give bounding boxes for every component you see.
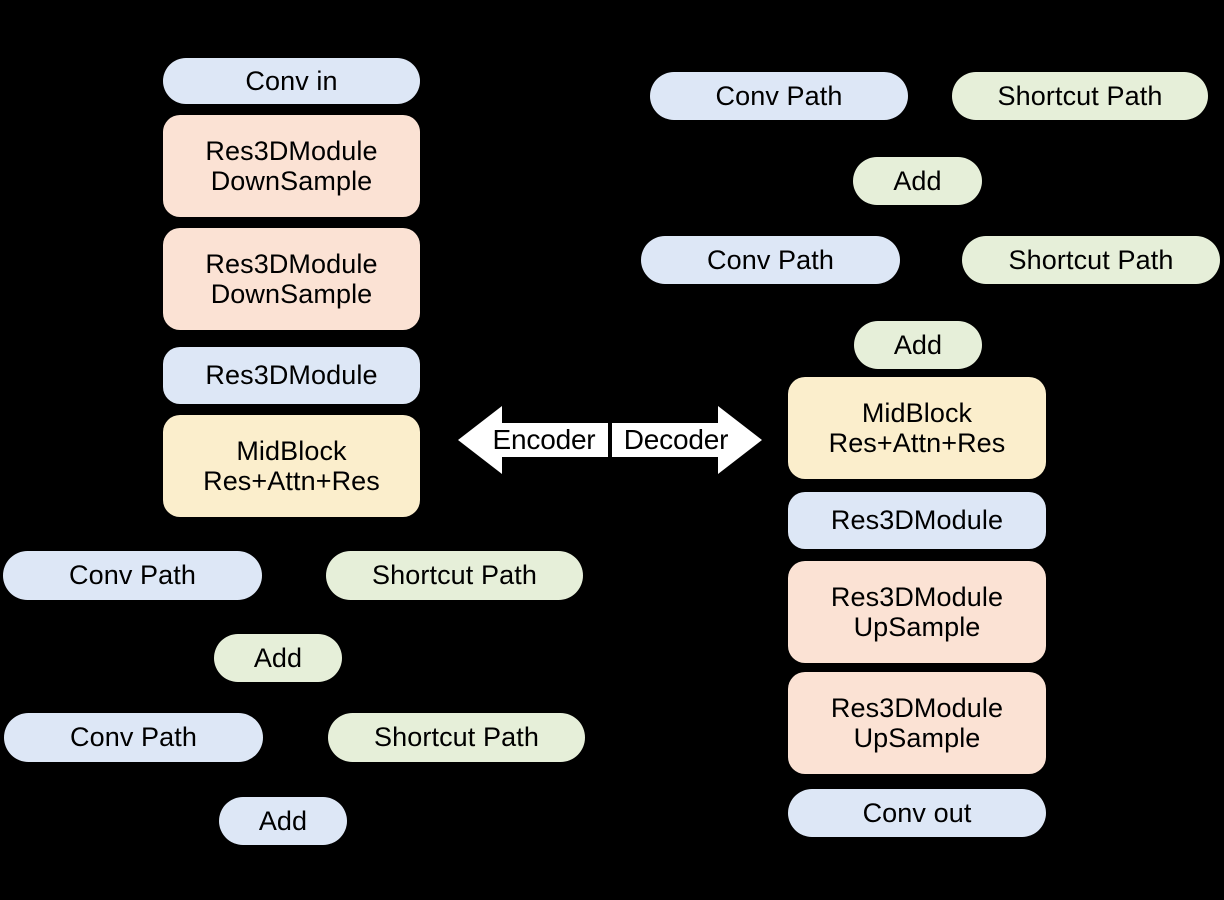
- decoder-block-res3dmodule-upsample-2[interactable]: Res3DModule UpSample: [788, 672, 1046, 774]
- encoder-block-midblock[interactable]: MidBlock Res+Attn+Res: [163, 415, 420, 517]
- upper-right-add-1[interactable]: Add: [853, 157, 982, 205]
- arrow-label-encoder: Encoder: [492, 424, 596, 455]
- upper-right-conv-path-2[interactable]: Conv Path: [641, 236, 900, 284]
- encoder-block-conv-in[interactable]: Conv in: [163, 58, 420, 104]
- lower-left-add-1[interactable]: Add: [214, 634, 342, 682]
- upper-right-shortcut-path-1[interactable]: Shortcut Path: [952, 72, 1208, 120]
- arrow-center-divider: [608, 418, 612, 462]
- lower-left-conv-path-1[interactable]: Conv Path: [3, 551, 262, 600]
- upper-right-conv-path-1[interactable]: Conv Path: [650, 72, 908, 120]
- lower-left-shortcut-path-2[interactable]: Shortcut Path: [328, 713, 585, 762]
- decoder-block-midblock[interactable]: MidBlock Res+Attn+Res: [788, 377, 1046, 479]
- lower-left-add-2[interactable]: Add: [219, 797, 347, 845]
- upper-right-shortcut-path-2[interactable]: Shortcut Path: [962, 236, 1220, 284]
- encoder-block-res3dmodule-downsample-2[interactable]: Res3DModule DownSample: [163, 228, 420, 330]
- decoder-block-res3dmodule-upsample-1[interactable]: Res3DModule UpSample: [788, 561, 1046, 663]
- lower-left-conv-path-2[interactable]: Conv Path: [4, 713, 263, 762]
- lower-left-shortcut-path-1[interactable]: Shortcut Path: [326, 551, 583, 600]
- decoder-block-conv-out[interactable]: Conv out: [788, 789, 1046, 837]
- decoder-block-res3dmodule[interactable]: Res3DModule: [788, 492, 1046, 549]
- encoder-decoder-arrow: Encoder Decoder: [458, 404, 762, 476]
- encoder-block-res3dmodule[interactable]: Res3DModule: [163, 347, 420, 404]
- arrow-label-decoder: Decoder: [623, 424, 729, 455]
- upper-right-add-2[interactable]: Add: [854, 321, 982, 369]
- encoder-block-res3dmodule-downsample-1[interactable]: Res3DModule DownSample: [163, 115, 420, 217]
